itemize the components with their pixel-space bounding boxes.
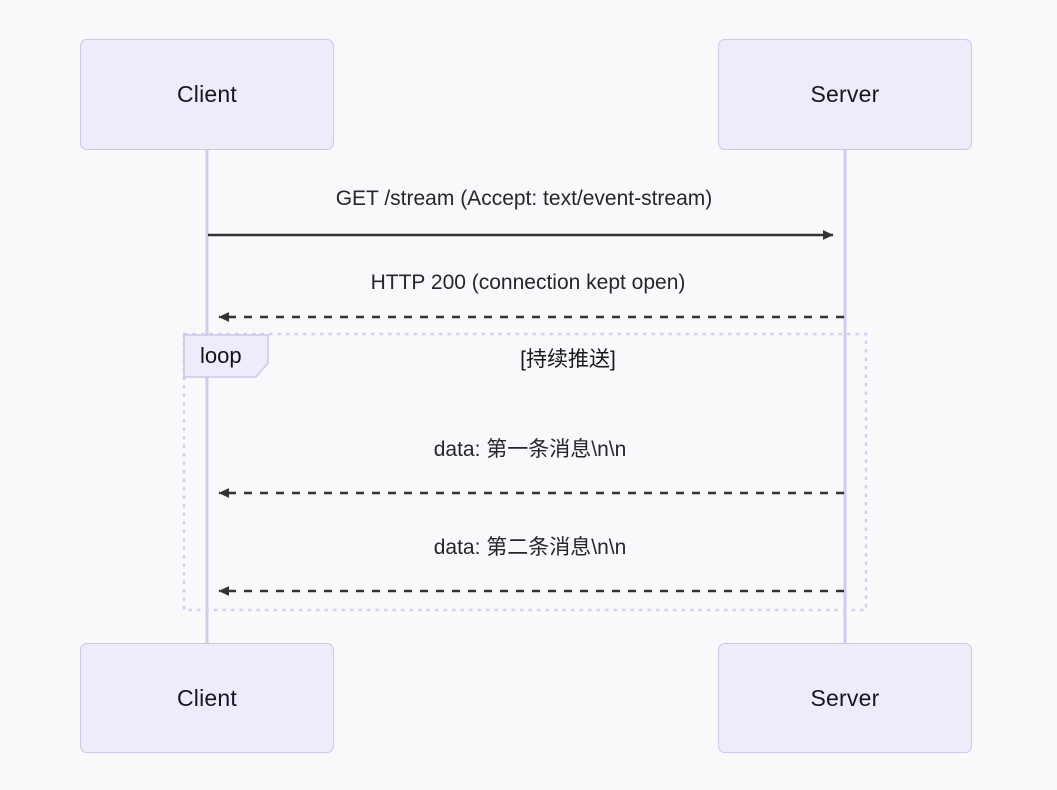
message-label-data-second: data: 第二条消息\n\n xyxy=(433,536,627,559)
message-label-get-stream: GET /stream (Accept: text/event-stream) xyxy=(335,187,713,210)
loop-condition-label: [持续推送] xyxy=(520,348,616,371)
loop-tag-label: loop xyxy=(200,343,242,368)
actor-box-client-bottom[interactable]: Client xyxy=(80,643,334,753)
loop-fragment-frame xyxy=(182,332,868,612)
actor-box-server-bottom[interactable]: Server xyxy=(718,643,972,753)
actor-box-client-top[interactable]: Client xyxy=(80,39,334,150)
actor-label-server-top: Server xyxy=(810,81,880,107)
message-label-http-200: HTTP 200 (connection kept open) xyxy=(370,271,686,294)
actor-label-client-top: Client xyxy=(176,81,237,107)
actor-box-server-top[interactable]: Server xyxy=(718,39,972,150)
message-label-data-first: data: 第一条消息\n\n xyxy=(433,438,627,461)
actor-label-client-bottom: Client xyxy=(176,684,237,711)
loop-tag-shape xyxy=(183,334,269,378)
actor-label-server-bottom: Server xyxy=(810,684,880,711)
